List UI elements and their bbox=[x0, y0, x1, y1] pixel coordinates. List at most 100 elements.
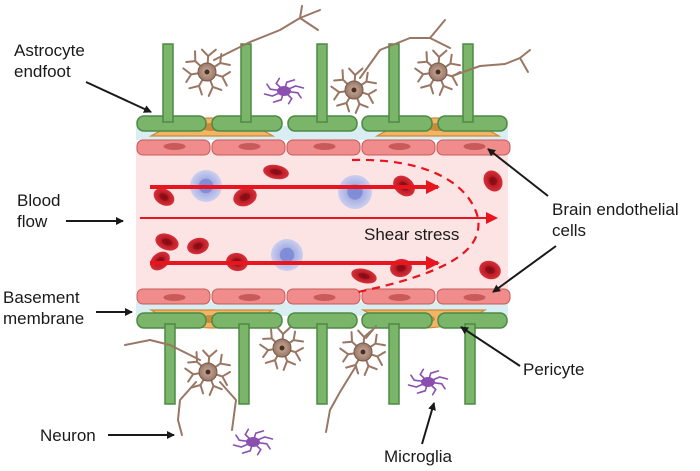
neuron-bottom-left bbox=[124, 339, 237, 436]
neuron-process bbox=[333, 78, 345, 82]
microglia-cells bbox=[232, 77, 449, 456]
neuron-process bbox=[185, 73, 193, 83]
neuron-process bbox=[449, 53, 453, 65]
neuron-process bbox=[365, 71, 369, 83]
neuron-process bbox=[187, 360, 199, 364]
astrocyte-endfoot-bottom-1 bbox=[136, 312, 207, 405]
endothelial-nucleus bbox=[163, 294, 186, 301]
astrocyte-endfoot-bottom-3 bbox=[287, 312, 358, 405]
endfoot-stem bbox=[462, 43, 474, 123]
rbc-center bbox=[270, 169, 282, 175]
neuron-process bbox=[294, 347, 304, 354]
neuron-process bbox=[299, 9, 321, 19]
astrocyte-endfoot-bottom-5 bbox=[437, 312, 508, 405]
neuron-process bbox=[185, 60, 197, 64]
endothelial-nucleus bbox=[313, 294, 336, 301]
red-blood-cell bbox=[479, 260, 501, 280]
endfoot-stem bbox=[316, 43, 328, 123]
rbc-center bbox=[358, 272, 370, 280]
neuron-process bbox=[211, 85, 223, 91]
microglia-soma bbox=[246, 437, 260, 447]
endothelial-cells bbox=[136, 139, 511, 305]
neuron-process bbox=[219, 381, 237, 431]
endfoot-stem bbox=[388, 323, 400, 405]
shear-stress-label: Shear stress bbox=[364, 225, 459, 244]
endothelial-nucleus bbox=[313, 143, 336, 150]
neuron-process bbox=[345, 101, 351, 113]
endfoot-stem bbox=[464, 323, 476, 405]
endothelial-cell bbox=[211, 288, 286, 305]
neuron-process bbox=[358, 102, 369, 109]
endothelial-cell bbox=[361, 139, 436, 156]
endothelial-pointer-bottom bbox=[492, 245, 557, 293]
neuron-process bbox=[348, 67, 357, 77]
neuron-top-middle bbox=[330, 19, 451, 114]
neuron-process bbox=[286, 360, 297, 366]
astrocyte-endfoot-top-2 bbox=[211, 43, 283, 132]
astrocyte-endfoot-top-1 bbox=[136, 43, 207, 132]
neuron-process bbox=[200, 48, 210, 58]
red-blood-cell bbox=[233, 187, 257, 207]
neuron-nucleus bbox=[435, 69, 441, 75]
rbc-center bbox=[396, 264, 406, 272]
neuron-process bbox=[519, 49, 531, 59]
endothelial-cell bbox=[286, 288, 361, 305]
neuron-bottom-middle bbox=[259, 326, 305, 371]
astrocyte-endfoot-top-4 bbox=[361, 43, 433, 132]
microglia-soma bbox=[421, 377, 435, 387]
astrocyte-endfoot-label: Astrocyte endfoot bbox=[14, 41, 90, 81]
microglia-label: Microglia bbox=[384, 447, 453, 466]
astrocyte-endfoot-pointer bbox=[85, 81, 152, 113]
endfoot-stem bbox=[388, 43, 400, 123]
brain-endothelial-cells-label: Brain endothelial cells bbox=[552, 200, 683, 240]
rbc-center bbox=[193, 242, 203, 250]
endfoot-stem bbox=[164, 323, 176, 405]
rbc-center bbox=[159, 193, 169, 201]
neuron-process bbox=[325, 365, 357, 433]
neuron-process bbox=[197, 84, 203, 96]
microglia-bottom-right bbox=[407, 368, 449, 396]
microglia-soma bbox=[277, 86, 291, 96]
endothelial-nucleus bbox=[388, 294, 411, 301]
red-blood-cell bbox=[187, 237, 209, 255]
neuron-process bbox=[451, 57, 521, 77]
neuron-process bbox=[376, 351, 386, 358]
labels: Astrocyte endfoot Blood flow Basement me… bbox=[3, 41, 683, 466]
neuron-process bbox=[357, 329, 366, 339]
endothelial-cell bbox=[136, 288, 211, 305]
neuron-process bbox=[429, 83, 435, 95]
neuron-process bbox=[442, 84, 453, 91]
red-blood-cell bbox=[263, 164, 289, 180]
neuron-bottom-right bbox=[325, 325, 386, 433]
endothelial-nucleus bbox=[463, 143, 486, 150]
neuron-process bbox=[432, 49, 441, 59]
neuron-process bbox=[187, 373, 195, 383]
neuron-process bbox=[299, 17, 319, 31]
endothelial-cell bbox=[286, 139, 361, 156]
endfoot-stem bbox=[238, 323, 250, 405]
neuron-process bbox=[417, 73, 425, 83]
endothelial-cell bbox=[136, 139, 211, 156]
neuron-process bbox=[519, 57, 529, 73]
endfoot-stem bbox=[316, 323, 328, 405]
neuron-process bbox=[333, 91, 341, 101]
neuron-label: Neuron bbox=[40, 426, 96, 445]
astrocyte-endfoot-bottom-2 bbox=[211, 312, 283, 405]
neuron-top-right bbox=[414, 49, 531, 96]
neuron-nucleus bbox=[204, 69, 210, 75]
neuron-nucleus bbox=[351, 87, 357, 93]
neuron-process bbox=[212, 384, 223, 391]
neuron-process bbox=[199, 383, 205, 395]
neuron-process bbox=[429, 19, 446, 39]
neurons bbox=[124, 5, 531, 436]
neuron-nucleus bbox=[205, 369, 211, 375]
endothelial-cell bbox=[211, 139, 286, 156]
neuron-process bbox=[342, 353, 350, 363]
astrocyte-endfoot-top-3 bbox=[287, 43, 358, 132]
neuron-process bbox=[374, 333, 378, 345]
white-blood-cell bbox=[338, 175, 372, 209]
neuron-nucleus bbox=[360, 349, 366, 355]
microglia-top bbox=[263, 77, 305, 105]
neuron-nucleus bbox=[279, 345, 285, 351]
microglia-pointer bbox=[421, 402, 436, 445]
